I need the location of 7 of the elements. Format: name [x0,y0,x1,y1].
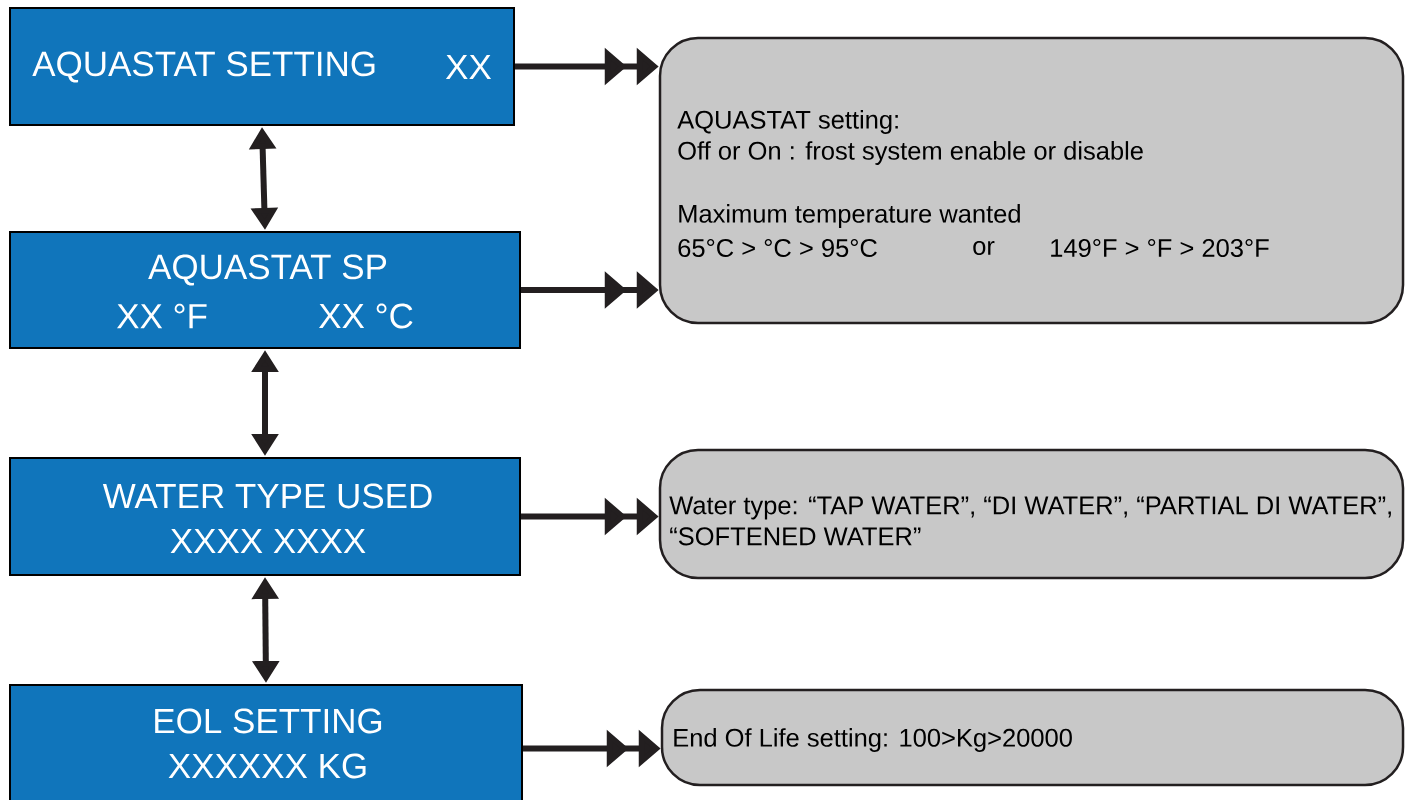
menu-box: AQUASTAT SP XX °F XX °C [9,231,521,349]
description-box: Water type: “TAP WATER”, “DI WATER”, “PARTIAL DI WATER”, “SOFTENED WATER” [658,448,1405,580]
description-box: AQUASTAT setting: Off or On : frost system enable or disable Maximum temperature wanted 65°C > °C > 95°C or 149°F > °F > 203°F [658,36,1405,325]
menu-box: AQUASTAT SETTING XX [9,7,515,126]
description-box: End Of Life setting: 100>Kg>20000 [660,688,1405,787]
menu-box: WATER TYPE USED XXXX XXXX [9,457,521,576]
menu-box: EOL SETTING XXXXXX KG [9,684,523,800]
